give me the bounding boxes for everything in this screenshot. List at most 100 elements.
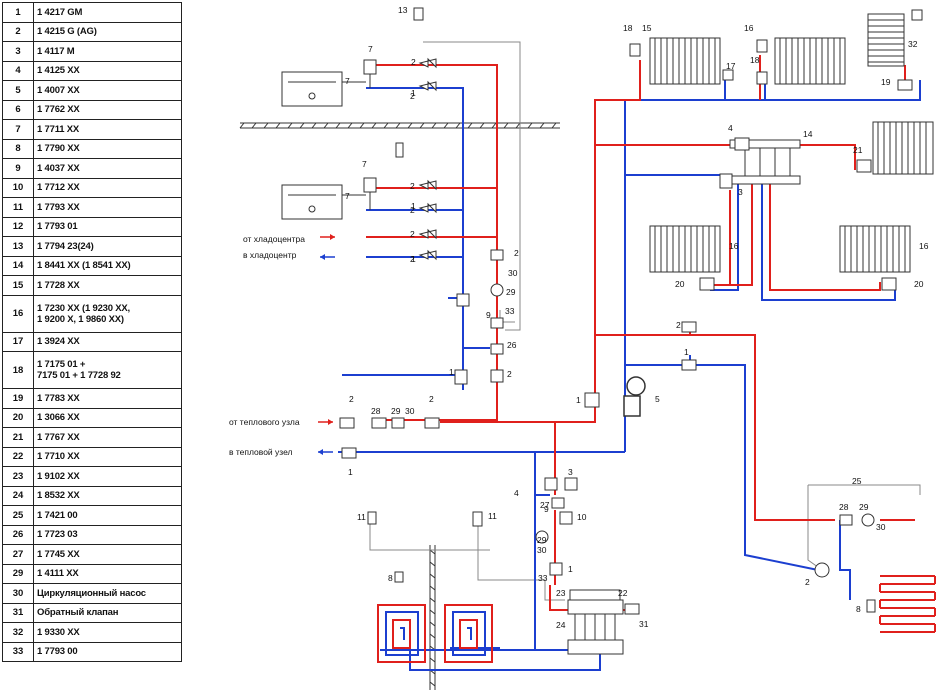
component-label: 16 — [744, 23, 754, 33]
component-label: 1 — [411, 88, 416, 98]
component-label: 16 — [919, 241, 929, 251]
valve-markers — [339, 39, 913, 615]
fan-coil-unit — [281, 71, 343, 107]
legend-description: 1 7794 23(24) — [33, 236, 182, 257]
chilled-water-supply-label: от хладоцентра — [243, 234, 305, 244]
radiator — [774, 37, 846, 85]
component-label: 9 — [486, 310, 491, 320]
component-label: 2 — [349, 394, 354, 404]
underfloor-loop — [377, 604, 426, 663]
component-label: 28 — [839, 502, 849, 512]
legend-number: 18 — [2, 351, 34, 389]
component-label: 18 — [623, 23, 633, 33]
component-label: 8 — [388, 573, 393, 583]
component-label: 2 — [410, 91, 415, 101]
radiator — [649, 37, 721, 85]
legend-description: 1 7230 XX (1 9230 XX, 1 9200 X, 1 9860 X… — [33, 294, 182, 333]
component-label: 33 — [538, 573, 548, 583]
component-label: 3 — [568, 467, 573, 477]
component-label: 2 — [805, 577, 810, 587]
component-label: 26 — [507, 340, 517, 350]
component-label: 31 — [639, 619, 649, 629]
component-label: 7 — [345, 191, 350, 201]
component-label: 14 — [803, 129, 813, 139]
component-label: 25 — [852, 476, 862, 486]
component-label: 1 — [411, 201, 416, 211]
room-thermostat — [367, 7, 923, 613]
component-label: 1 — [684, 347, 689, 357]
component-label: 19 — [881, 77, 891, 87]
component-label: 7 — [345, 76, 350, 86]
component-label: 2 — [507, 369, 512, 379]
component-label: 29 — [537, 535, 547, 545]
component-label: 4 — [514, 488, 519, 498]
legend-description: 1 7175 01 + 7175 01 + 1 7728 92 — [33, 351, 182, 389]
component-label: 2 — [411, 57, 416, 67]
component-label: 30 — [537, 545, 547, 555]
component-label: 33 — [505, 306, 515, 316]
component-label: 11 — [488, 511, 497, 521]
component-label: 1 — [449, 367, 454, 377]
component-label: 18 — [750, 55, 760, 65]
component-label: 7 — [362, 159, 367, 169]
component-label: 1 — [568, 564, 573, 574]
component-label: 27 — [540, 500, 550, 510]
component-label: 1 — [348, 467, 353, 477]
underfloor-manifold — [567, 589, 624, 655]
component-label: 20 — [914, 279, 924, 289]
component-label: 30 — [876, 522, 886, 532]
underfloor-loop — [444, 604, 493, 663]
supply-pipes — [366, 55, 915, 611]
component-label: 30 — [508, 268, 518, 278]
component-label: 28 — [371, 406, 381, 416]
component-label: 4 — [728, 123, 733, 133]
legend-description: 1 3066 XX — [33, 407, 182, 428]
heat-supply-label: от теплового узла — [229, 417, 300, 427]
component-label: 29 — [506, 287, 516, 297]
component-label: 7 — [368, 44, 373, 54]
legend-description: 1 8441 XX (1 8541 XX) — [33, 255, 182, 276]
component-label: 3 — [738, 187, 743, 197]
component-label: 13 — [398, 5, 408, 15]
component-label: 10 — [577, 512, 587, 522]
towel-radiator — [867, 13, 905, 67]
component-label: 2 — [410, 229, 415, 239]
radiator — [649, 225, 721, 273]
component-label: 15 — [642, 23, 652, 33]
component-label: 17 — [726, 61, 736, 71]
flow-arrowhead — [320, 254, 325, 260]
legend-description: 1 7767 XX — [33, 427, 182, 448]
component-label: 29 — [859, 502, 869, 512]
legend-description: 1 7783 XX — [33, 388, 182, 409]
radiator — [839, 225, 911, 273]
control-wiring — [369, 41, 921, 601]
component-label: 2 — [410, 205, 415, 215]
component-label: 1 — [411, 254, 416, 264]
component-label: 2 — [429, 394, 434, 404]
component-label: 21 — [853, 145, 863, 155]
expansion-vessel — [623, 376, 646, 417]
component-label: 22 — [618, 588, 628, 598]
component-label: 2 — [410, 181, 415, 191]
radiator — [872, 121, 934, 175]
component-label: 2 — [676, 320, 681, 330]
component-label: 1 — [576, 395, 581, 405]
component-label: 11 — [357, 512, 366, 522]
component-label: 8 — [856, 604, 861, 614]
